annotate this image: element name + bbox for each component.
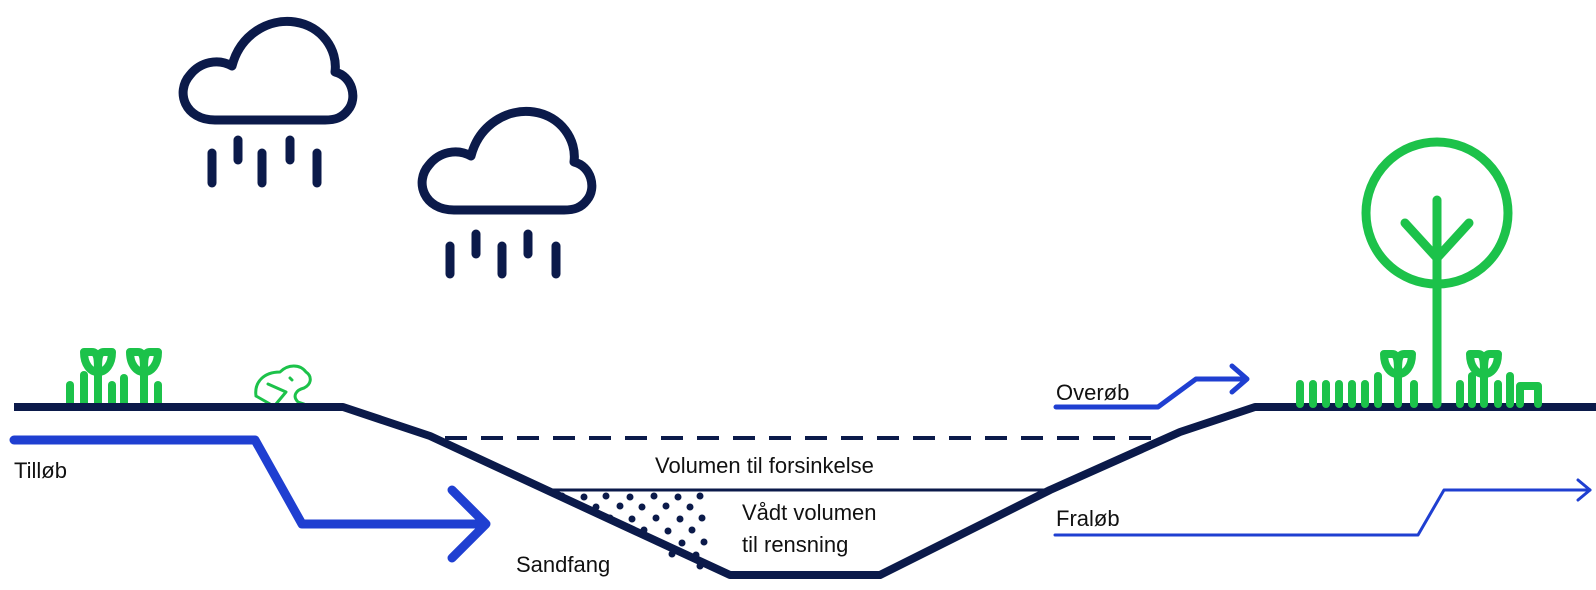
- rain-cloud-icon: [417, 106, 597, 279]
- sand-trap-sediment: [558, 492, 708, 570]
- tree-icon: [1361, 137, 1513, 409]
- wet-volume-label-line2: til rensning: [742, 532, 848, 557]
- inflow-label: Tilløb: [14, 458, 67, 483]
- sand-trap-label: Sandfang: [516, 552, 610, 577]
- wet-volume-label-line1: Vådt volumen: [742, 500, 877, 525]
- overflow-arrow: [1053, 363, 1250, 410]
- grass-icon: [1296, 350, 1542, 408]
- frog-icon: [254, 364, 312, 406]
- rain-cloud-icon: [178, 16, 358, 188]
- overflow-label: Overøb: [1056, 380, 1129, 405]
- inflow-arrow: [9, 435, 491, 563]
- outflow-arrow: [1053, 478, 1592, 537]
- outflow-label: Fraløb: [1056, 506, 1120, 531]
- ground-profile: [14, 403, 1596, 579]
- sprout-icon: [66, 348, 162, 408]
- detention-volume-label: Volumen til forsinkelse: [655, 453, 874, 478]
